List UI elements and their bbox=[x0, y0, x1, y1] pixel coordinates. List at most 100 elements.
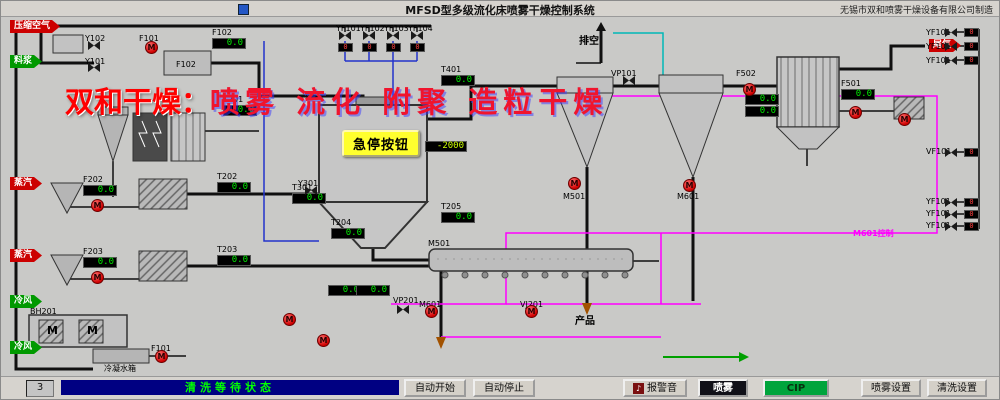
equipment-label: YF101 bbox=[336, 24, 361, 33]
valve-icon[interactable] bbox=[945, 56, 957, 65]
display-value: 0.0 bbox=[83, 257, 117, 268]
instrument-display: 0.0 bbox=[356, 285, 390, 296]
equipment-label: Y102 bbox=[85, 34, 106, 43]
pump-icon[interactable]: M bbox=[317, 334, 330, 347]
valve-status-display: 0 bbox=[964, 198, 979, 207]
spray-settings-button[interactable]: 喷雾设置 bbox=[861, 379, 921, 397]
spray-button[interactable]: 喷雾 bbox=[698, 379, 748, 397]
equipment-label: F101 bbox=[151, 344, 171, 353]
valve-icon[interactable] bbox=[88, 41, 100, 50]
display-label: T203 bbox=[217, 245, 238, 254]
valve-status-display: 0 bbox=[964, 210, 979, 219]
equipment-label: YF101 bbox=[926, 209, 951, 218]
valve-icon[interactable] bbox=[397, 305, 409, 314]
equipment-label: F502 bbox=[736, 69, 756, 78]
alarm-sound-button[interactable]: ♪报警音 bbox=[623, 379, 687, 397]
valve-icon[interactable] bbox=[411, 31, 423, 40]
display-value: 0 bbox=[964, 210, 979, 219]
watermark-brand: 双和干燥： bbox=[65, 85, 211, 119]
equipment-label: F101 bbox=[139, 34, 159, 43]
window-icon bbox=[238, 4, 249, 15]
equipment-label: 排空 bbox=[579, 36, 599, 47]
pump-icon[interactable]: M bbox=[145, 41, 158, 54]
watermark-slogan: 喷雾 流化 附聚 造粒干燥 bbox=[210, 85, 609, 119]
speaker-icon: ♪ bbox=[633, 382, 644, 394]
display-value: 0.0 bbox=[841, 89, 875, 100]
valve-icon[interactable] bbox=[339, 31, 351, 40]
valve-icon[interactable] bbox=[363, 31, 375, 40]
equipment-label: M501 bbox=[563, 192, 586, 201]
display-label: T301 bbox=[292, 183, 313, 192]
valve-status-display: 0 bbox=[964, 56, 979, 65]
valve-icon[interactable] bbox=[945, 148, 957, 157]
valve-status-display: 0 bbox=[386, 43, 401, 52]
equipment-label: YF104 bbox=[408, 24, 433, 33]
valve-icon[interactable] bbox=[623, 76, 635, 85]
pump-icon[interactable]: M bbox=[91, 199, 104, 212]
display-value: 0.0 bbox=[441, 75, 475, 86]
valve-icon[interactable] bbox=[945, 210, 957, 219]
equipment-label: M bbox=[87, 324, 98, 337]
pump-icon[interactable]: M bbox=[849, 106, 862, 119]
equipment-label: VP101 bbox=[611, 69, 637, 78]
pump-icon[interactable]: M bbox=[743, 83, 756, 96]
display-label: T202 bbox=[217, 172, 238, 181]
auto-stop-button[interactable]: 自动停止 bbox=[473, 379, 535, 397]
pipe-source-tag: 压缩空气 bbox=[10, 20, 60, 33]
pump-icon[interactable]: M bbox=[155, 350, 168, 363]
display-label: T201 bbox=[223, 95, 244, 104]
equipment-label: 冷凝水箱 bbox=[104, 364, 136, 373]
pump-icon[interactable]: M bbox=[683, 179, 696, 192]
pump-icon[interactable]: M bbox=[898, 113, 911, 126]
display-value: 0.0 bbox=[217, 182, 251, 193]
display-value: 0.0 bbox=[223, 105, 257, 116]
valve-icon[interactable] bbox=[945, 28, 957, 37]
pump-icon[interactable]: M bbox=[525, 305, 538, 318]
pump-icon[interactable]: M bbox=[91, 271, 104, 284]
display-value: 0.0 bbox=[356, 285, 390, 296]
emergency-stop-button[interactable]: 急停按钮 bbox=[342, 130, 420, 157]
pump-icon[interactable]: M bbox=[568, 177, 581, 190]
valve-icon[interactable] bbox=[305, 186, 317, 195]
valve-icon[interactable] bbox=[945, 42, 957, 51]
display-value: 0 bbox=[964, 42, 979, 51]
valve-icon[interactable] bbox=[88, 63, 100, 72]
button-label: 喷雾 bbox=[713, 382, 733, 394]
display-value: 0.0 bbox=[292, 193, 326, 204]
display-label: F202 bbox=[83, 175, 103, 184]
auto-start-button[interactable]: 自动开始 bbox=[404, 379, 466, 397]
clean-settings-button[interactable]: 清洗设置 bbox=[927, 379, 987, 397]
cip-button[interactable]: CIP bbox=[763, 379, 829, 397]
pump-icon[interactable]: M bbox=[283, 313, 296, 326]
equipment-label: YF101 bbox=[926, 28, 951, 37]
display-label: T205 bbox=[441, 202, 462, 211]
display-value: 0 bbox=[964, 148, 979, 157]
display-value: 0 bbox=[338, 43, 353, 52]
display-label: F203 bbox=[83, 247, 103, 256]
valve-icon[interactable] bbox=[387, 31, 399, 40]
valve-status-display: 0 bbox=[964, 148, 979, 157]
page-indicator[interactable]: 3 bbox=[26, 380, 54, 397]
display-value: 0 bbox=[964, 222, 979, 231]
pipe-source-tag: 冷风 bbox=[10, 295, 42, 308]
display-value: 0 bbox=[964, 198, 979, 207]
watermark: 双和干燥：喷雾 流化 附聚 造粒干燥 bbox=[65, 79, 608, 121]
button-label: 自动开始 bbox=[415, 382, 455, 394]
pump-icon[interactable]: M bbox=[425, 305, 438, 318]
display-value: 0 bbox=[362, 43, 377, 52]
valve-icon[interactable] bbox=[945, 222, 957, 231]
valve-icon[interactable] bbox=[945, 198, 957, 207]
instrument-display: 0.0 bbox=[745, 106, 779, 117]
equipment-label: VJ201 bbox=[520, 300, 543, 309]
button-label: 自动停止 bbox=[484, 382, 524, 394]
